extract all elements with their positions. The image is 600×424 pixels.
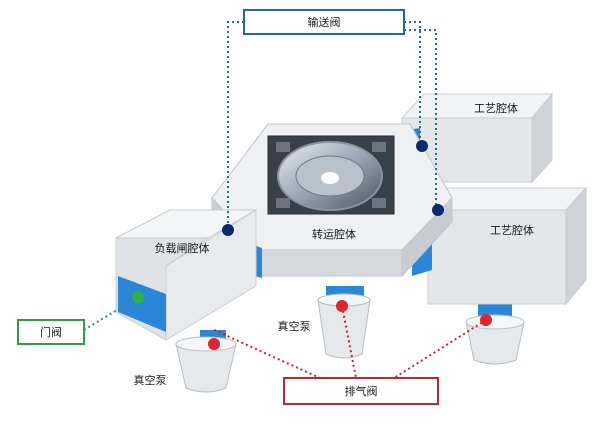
vacuum-pump-center: [317, 286, 371, 359]
vent-valve-connectors: [213, 305, 487, 379]
vacuum-pump-right: [465, 304, 525, 365]
transfer-valve-dot-left: [222, 224, 234, 236]
gate-valve-block: [118, 276, 166, 332]
vacuum-pump-left-label: 真空泵: [134, 373, 167, 387]
process-chamber-top-label: 工艺腔体: [474, 101, 518, 115]
vacuum-pump-center-label: 真空泵: [278, 319, 311, 333]
vent-valve-dot-right: [480, 314, 492, 326]
gate-valve-label: 门阀: [40, 325, 62, 339]
transfer-valve-dot-right: [432, 204, 444, 216]
transfer-chamber-label: 转运腔体: [312, 227, 356, 241]
gate-valve-dot: [132, 291, 144, 303]
transfer-valve-label-box: 输送阀: [243, 9, 405, 35]
process-chamber-right-label: 工艺腔体: [490, 223, 534, 237]
gate-valve-connector: [83, 295, 141, 331]
gate-valve-label-box: 门阀: [17, 319, 85, 345]
transfer-chamber: [211, 123, 453, 278]
vacuum-pump-left: [175, 330, 237, 393]
loadlock-chamber: [115, 209, 258, 341]
loadlock-chamber-label: 负载闸腔体: [155, 241, 210, 255]
vent-valve-label-box: 排气阀: [283, 377, 439, 405]
vent-valve-dot-center: [336, 300, 348, 312]
wafer-center: [321, 172, 339, 184]
vent-valve-label: 排气阀: [345, 384, 378, 398]
transfer-valve-connectors: [227, 21, 437, 228]
transfer-valve-label: 输送阀: [308, 15, 341, 29]
vent-valve-dot-left: [208, 338, 220, 350]
transfer-valve-dot-top: [416, 140, 428, 152]
